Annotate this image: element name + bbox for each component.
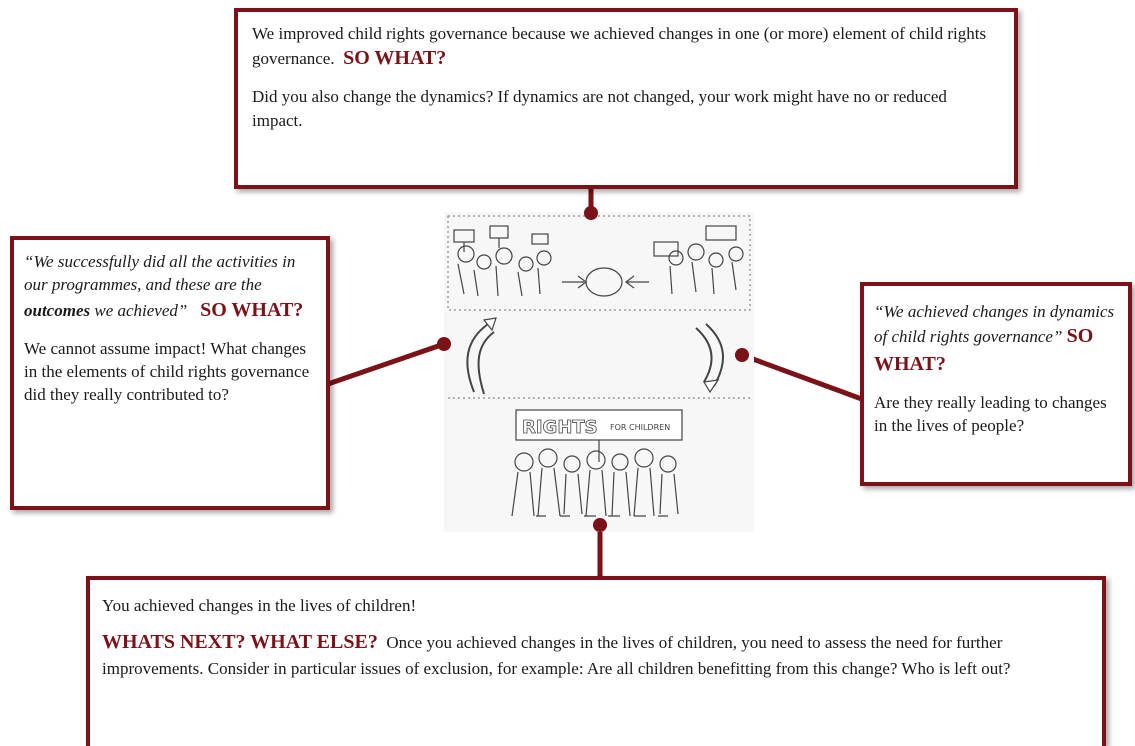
sign-rights-label: RIGHTS [522, 417, 598, 438]
top-dotted-frame [447, 215, 751, 311]
bottom-paragraph: WHATS NEXT? WHAT ELSE? Once you achieved… [102, 629, 1090, 680]
children-group-sketch [511, 448, 679, 517]
curved-arrow-right [695, 323, 725, 394]
top-so-what: SO WHAT? [343, 47, 447, 70]
right-quote-text: “We achieved changes in dynamics of chil… [874, 302, 1115, 347]
bottom-heading: WHATS NEXT? WHAT ELSE? [102, 631, 378, 654]
top-callout-text: We improved child rights governance beca… [252, 22, 1000, 73]
top-question: Did you also change the dynamics? If dyn… [252, 87, 947, 130]
left-quote: “We successfully did all the activities … [24, 250, 316, 325]
left-so-what: SO WHAT? [200, 298, 304, 321]
top-callout-box: We improved child rights governance beca… [234, 8, 1018, 189]
left-callout-box: “We successfully did all the activities … [10, 236, 330, 510]
bottom-callout-box: You achieved changes in the lives of chi… [86, 576, 1106, 746]
left-quote-outcomes: outcomes [24, 300, 91, 320]
left-quote-part2: we achieved” [90, 300, 188, 320]
right-body: Are they really leading to changes in th… [874, 392, 1107, 436]
left-body: We cannot assume impact! What changes in… [24, 338, 310, 405]
curved-arrow-left [466, 317, 497, 395]
child-rights-illustration: RIGHTS FOR CHILDREN [444, 212, 754, 532]
right-quote: “We achieved changes in dynamics of chil… [874, 300, 1118, 379]
left-crowd-sketch [453, 225, 552, 297]
rights-sign [515, 409, 683, 462]
bottom-line1: You achieved changes in the lives of chi… [102, 596, 417, 615]
right-callout-box: “We achieved changes in dynamics of chil… [860, 282, 1132, 486]
center-circle-arrows [562, 267, 649, 297]
left-quote-part1: “We successfully did all the activities … [24, 252, 296, 295]
top-statement: We improved child rights governance beca… [252, 24, 987, 69]
right-crowd-sketch [653, 225, 744, 295]
right-so-what: SO WHAT? [874, 325, 1094, 376]
connector-left [327, 341, 445, 387]
bottom-body: Once you achieved changes in the lives o… [102, 633, 1011, 679]
sign-for-children-label: FOR CHILDREN [610, 423, 670, 432]
connector-right [741, 352, 879, 408]
